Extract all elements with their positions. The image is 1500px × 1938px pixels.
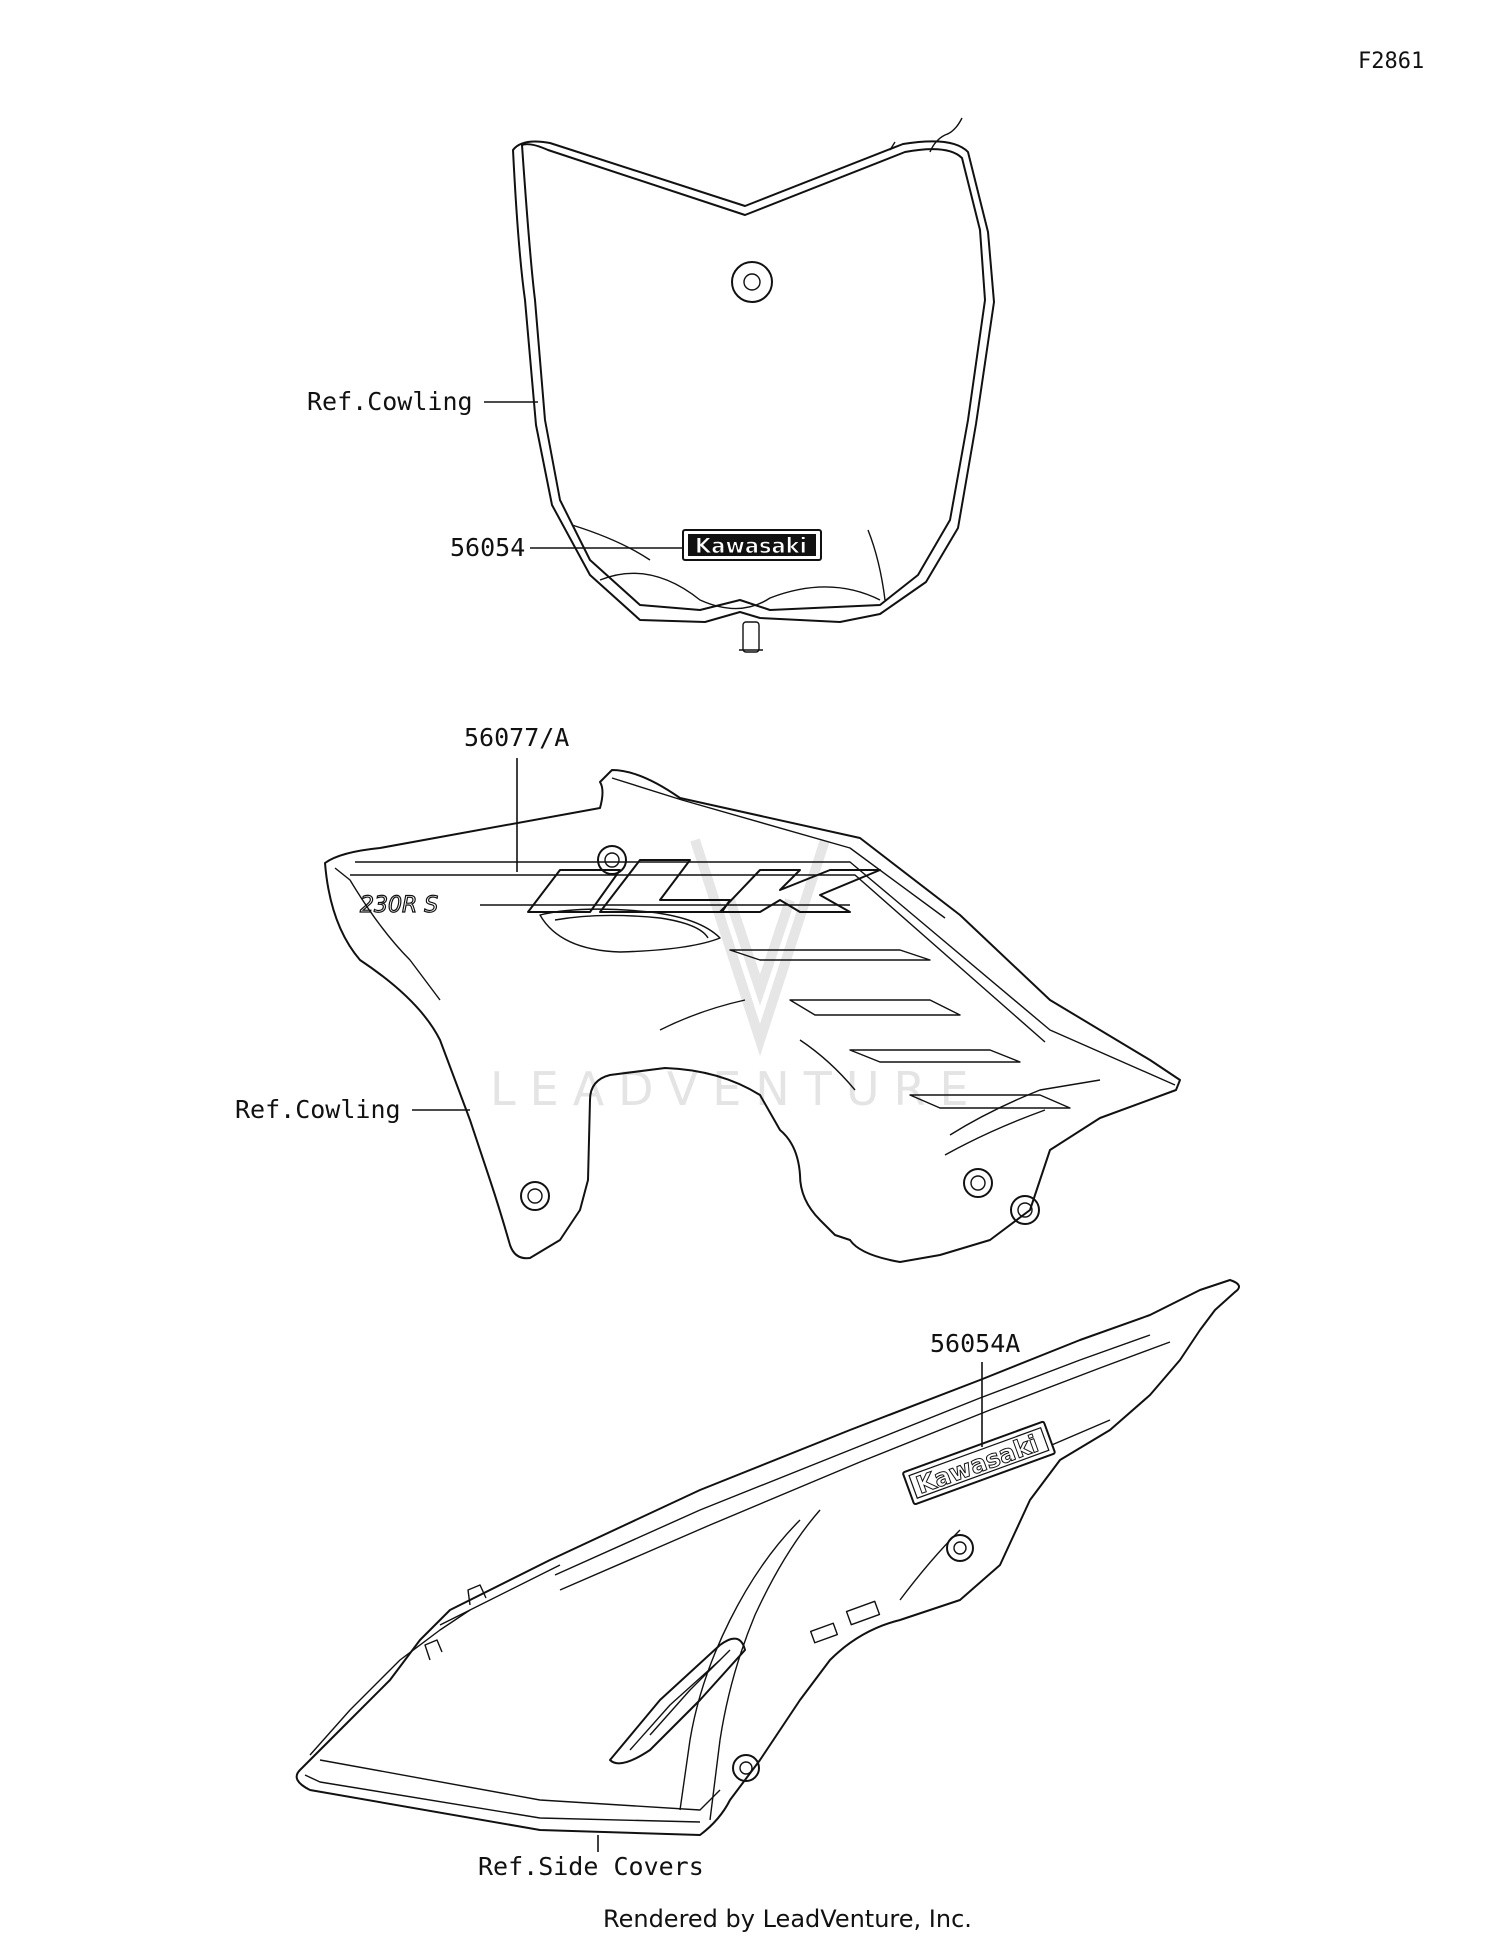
callout-ref-cowling-mid: Ref.Cowling bbox=[235, 1095, 401, 1124]
brand-logo-top: Kawasaki bbox=[695, 534, 807, 558]
callout-part-56054: 56054 bbox=[450, 533, 525, 562]
watermark-logo-icon bbox=[690, 838, 830, 1057]
radiator-shroud: 230R S bbox=[324, 769, 1181, 1263]
callout-part-56077a: 56077/A bbox=[464, 723, 569, 752]
callout-ref-side-covers: Ref.Side Covers bbox=[478, 1852, 704, 1881]
number-plate-cowling bbox=[512, 117, 995, 653]
callout-ref-cowling-top: Ref.Cowling bbox=[307, 387, 473, 416]
side-cover bbox=[295, 1279, 1240, 1836]
watermark: LEADVENTURE bbox=[490, 1062, 983, 1116]
render-credit: Rendered by LeadVenture, Inc. bbox=[603, 1905, 972, 1933]
figure-id: F2861 bbox=[1358, 49, 1424, 74]
kawasaki-decal-top: Kawasaki bbox=[682, 529, 822, 561]
kawasaki-decal-bottom: Kawasaki bbox=[902, 1420, 1056, 1506]
shroud-model-text: 230R S bbox=[360, 893, 438, 918]
callout-part-56054a: 56054A bbox=[930, 1329, 1020, 1358]
